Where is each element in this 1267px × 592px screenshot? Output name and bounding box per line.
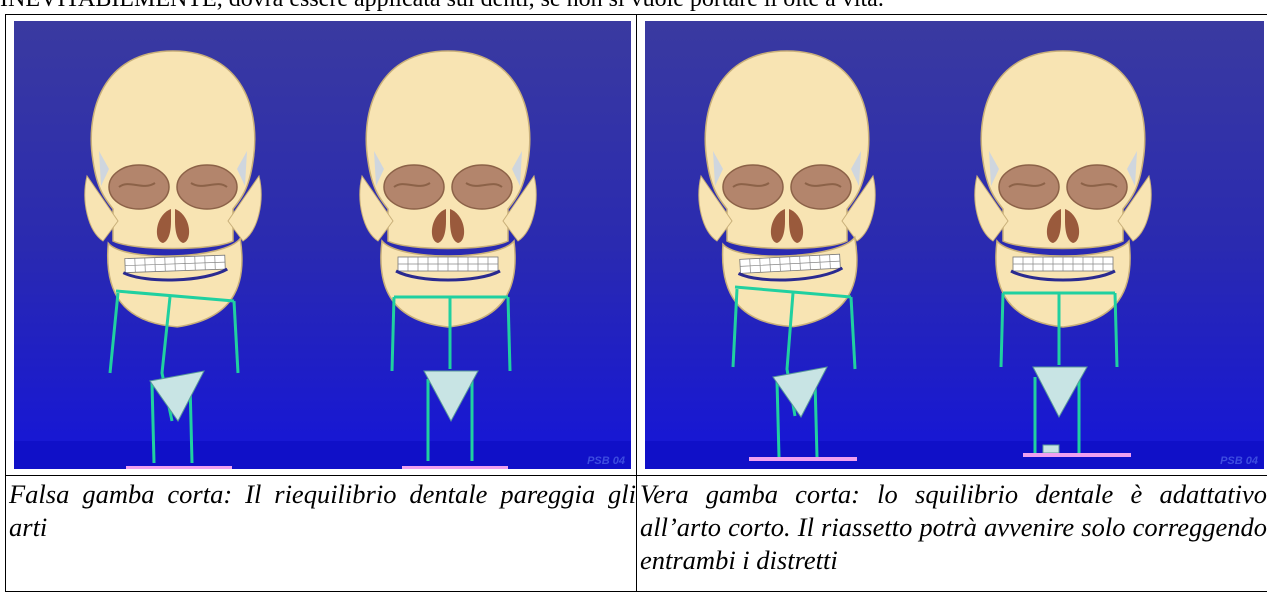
base-bar-1 bbox=[126, 466, 232, 469]
base-bar-4 bbox=[1023, 453, 1131, 457]
right-figure-cell: PSB 04 bbox=[637, 15, 1267, 476]
base-bar-2 bbox=[402, 466, 508, 469]
skull-illustration-4 bbox=[975, 51, 1151, 327]
watermark-right: PSB 04 bbox=[1220, 455, 1258, 467]
left-illustration: PSB 04 bbox=[14, 21, 631, 469]
heel-lift-block bbox=[1043, 445, 1059, 453]
left-caption: Falsa gamba corta: Il riequilibrio denta… bbox=[6, 476, 637, 592]
right-caption: Vera gamba corta: lo squilibrio dentale … bbox=[637, 476, 1267, 592]
skull-illustration-3 bbox=[699, 51, 875, 330]
figure-table: PSB 04 bbox=[5, 14, 1267, 592]
document-top-text: INEVITABILMENTE, dovrà essere applicata … bbox=[0, 0, 1267, 12]
skull-illustration-2 bbox=[360, 51, 536, 327]
right-skulls-svg bbox=[645, 21, 1264, 469]
skull-illustration-1 bbox=[85, 51, 261, 329]
right-illustration: PSB 04 bbox=[645, 21, 1264, 469]
left-figure-cell: PSB 04 bbox=[6, 15, 637, 476]
watermark-left: PSB 04 bbox=[587, 455, 625, 467]
base-bar-3 bbox=[749, 457, 857, 461]
left-skulls-svg bbox=[14, 21, 631, 469]
